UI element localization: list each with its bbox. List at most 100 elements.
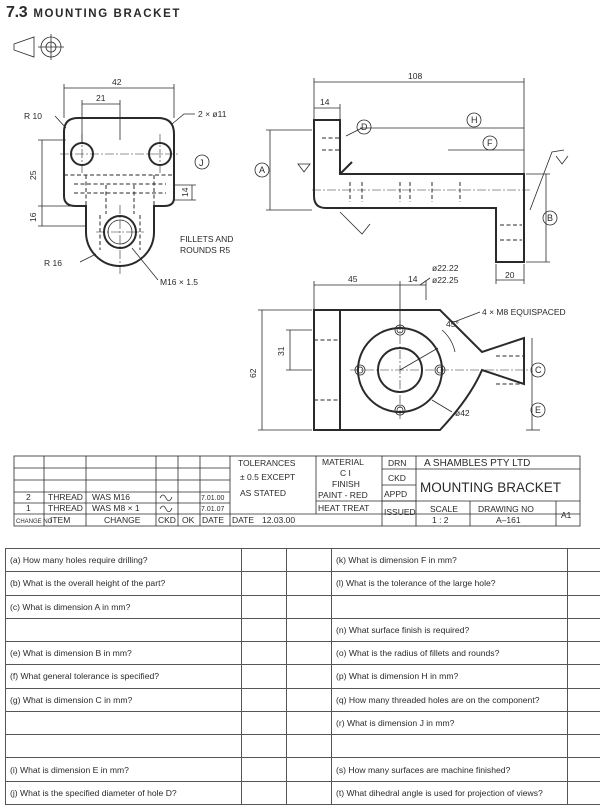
answer-cell-right[interactable] [567,687,600,712]
answer-cell-left[interactable] [241,547,287,573]
dim-14: 14 [408,274,418,284]
tb-finish-value: PAINT - RED [318,490,368,500]
plan-view [258,277,546,431]
answer-cell-spacer [286,664,332,689]
answer-cell-spacer [286,687,332,712]
answer-cell-right[interactable] [567,664,600,689]
tb-date-label: DATE [232,515,254,525]
tb-tolerances-1: TOLERANCES [238,458,296,468]
tb-scale-value: 1 : 2 [432,515,449,525]
answer-cell-spacer [286,594,332,619]
answer-cell-spacer [286,617,332,643]
question-row [5,734,600,759]
tb-rev-header-no: CHANGE NO [16,519,53,525]
dim-pcd: ø42 [455,408,470,418]
dim-boss: 14 [180,187,190,197]
dim-dia-2: ø22.25 [432,275,459,285]
question-right: (s) How many surfaces are machine finish… [331,757,568,782]
question-row: (a) How many holes require drilling? (k) … [5,547,600,573]
dim-angle: 45° [446,319,459,329]
dim-45: 45 [348,274,358,284]
note-radius-bottom: R 16 [44,258,62,268]
answer-cell-right[interactable] [567,641,600,666]
question-left: (i) What is dimension E in mm? [5,757,242,782]
tb-rev2-item: THREAD [48,492,83,502]
note-fillets-1: FILLETS AND [180,234,233,244]
answer-cell-spacer [286,757,332,782]
answer-cell-left[interactable] [241,734,287,759]
answer-cell-left[interactable] [241,571,287,596]
tb-rev1-change: WAS M8 × 1 [92,503,140,513]
answer-cell-right[interactable] [567,571,600,596]
answer-cell-left[interactable] [241,780,287,806]
label-H: H [471,115,478,125]
tb-material-value: C I [340,468,351,478]
question-left: (e) What is dimension B in mm? [5,641,242,666]
label-D: D [361,122,368,132]
answer-cell-right[interactable] [567,757,600,782]
question-left: (a) How many holes require drilling? [5,547,242,573]
answer-cell-left[interactable] [241,687,287,712]
question-row: (r) What is dimension J in mm? [5,710,600,736]
tb-sheet-size: A1 [561,510,572,520]
answer-cell-left[interactable] [241,710,287,736]
tb-drawing-title: MOUNTING BRACKET [420,480,561,495]
answer-cell-spacer [286,780,332,806]
answer-cell-right[interactable] [567,594,600,619]
tb-issued: ISSUED [384,507,416,517]
tb-rev2-date: 7.01.00 [201,495,224,502]
label-E: E [535,405,541,415]
tb-material-label: MATERIAL [322,457,364,467]
question-row: (e) What is dimension B in mm? (o) What i… [5,641,600,666]
tb-rev-header-change: CHANGE [104,515,141,525]
tb-scale-label: SCALE [430,504,458,514]
answer-cell-spacer [286,547,332,573]
answer-cell-left[interactable] [241,641,287,666]
answer-cell-right[interactable] [567,780,600,806]
question-row: (c) What is dimension A in mm? [5,594,600,619]
answer-cell-right[interactable] [567,710,600,736]
answer-cell-left[interactable] [241,594,287,619]
answer-cell-left[interactable] [241,617,287,643]
question-left: (j) What is the specified diameter of ho… [5,780,242,806]
front-view [38,84,210,281]
question-right: (l) What is the tolerance of the large h… [331,571,568,596]
question-left [5,617,242,643]
section-header: 7.3 MOUNTING BRACKET [6,4,181,26]
question-row: (n) What surface finish is required? [5,617,600,643]
tb-rev-header-ok: OK [182,515,195,525]
section-number: 7.3 [6,4,28,21]
label-B: B [547,213,553,223]
section-title: MOUNTING BRACKET [33,8,181,20]
question-row: (j) What is the specified diameter of ho… [5,780,600,806]
tb-appd: APPD [384,489,407,499]
answer-cell-right[interactable] [567,734,600,759]
question-row: (i) What is dimension E in mm? (s) How ma… [5,757,600,782]
tb-rev1-item: THREAD [48,503,83,513]
tb-rev-header-item: ITEM [50,515,70,525]
third-angle-projection-icon [13,34,64,60]
dim-31: 31 [276,346,286,356]
dim-dia-1: ø22.22 [432,263,459,273]
answer-cell-left[interactable] [241,757,287,782]
question-right: (t) What dihedral angle is used for proj… [331,780,568,806]
tb-ckd: CKD [388,473,406,483]
note-fillets-2: ROUNDS R5 [180,245,230,255]
question-left [5,734,242,759]
note-thread: M16 × 1.5 [160,277,198,287]
dim-lower: 16 [28,212,38,222]
answer-cell-left[interactable] [241,664,287,689]
dim-hole-pitch: 21 [96,93,106,103]
answer-cell-right[interactable] [567,547,600,573]
question-row: (b) What is the overall height of the pa… [5,571,600,596]
question-right [331,734,568,759]
note-holes: 2 × ø11 [198,109,227,119]
dim-height: 25 [28,170,38,180]
question-right: (k) What is dimension F in mm? [331,547,568,573]
tb-rev-header-date: DATE [202,515,224,525]
question-left: (c) What is dimension A in mm? [5,594,242,619]
answer-cell-spacer [286,571,332,596]
title-block [13,455,581,527]
answer-cell-right[interactable] [567,617,600,643]
question-right: (o) What is the radius of fillets and ro… [331,641,568,666]
